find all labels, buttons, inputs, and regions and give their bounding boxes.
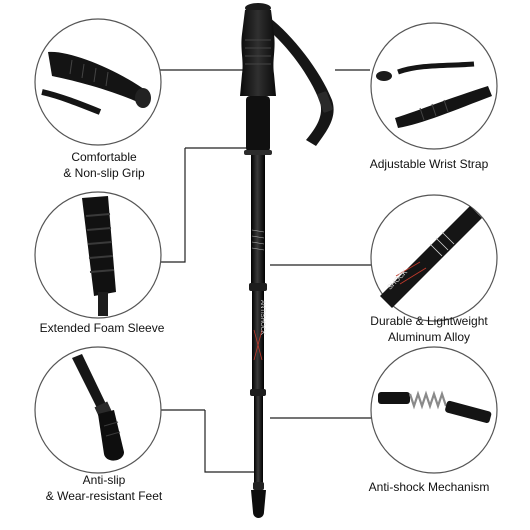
shock-caption: Anti-shock Mechanism bbox=[354, 479, 504, 495]
aluminum-shaft-detail-icon bbox=[380, 206, 482, 308]
foam-detail-circle bbox=[34, 191, 162, 319]
foam-caption: Extended Foam Sleeve bbox=[27, 320, 177, 336]
feet-connector bbox=[204, 410, 255, 473]
grip-detail-icon bbox=[48, 51, 148, 104]
pole-lower-shaft bbox=[254, 396, 263, 484]
spring-detail-icon bbox=[408, 390, 448, 410]
aluminum-caption: Durable & Lightweight Aluminum Alloy bbox=[354, 313, 504, 345]
feet-caption-line2: & Wear-resistant Feet bbox=[45, 489, 163, 503]
shock-caption-line1: Anti-shock Mechanism bbox=[368, 480, 490, 494]
foam-caption-line1: Extended Foam Sleeve bbox=[39, 321, 165, 335]
feet-caption-line1: Anti-slip bbox=[82, 473, 126, 487]
aluminum-caption-line2: Aluminum Alloy bbox=[387, 330, 471, 344]
pole-shaft-text: ANTISHOCK bbox=[259, 300, 265, 335]
connector-lines bbox=[160, 69, 375, 473]
pole-middle-shaft bbox=[252, 291, 264, 391]
trekking-pole: ANTISHOCK bbox=[240, 3, 334, 518]
strap-caption: Adjustable Wrist Strap bbox=[354, 156, 504, 172]
grip-detail-circle bbox=[34, 18, 162, 146]
pole-rubber-foot bbox=[251, 490, 266, 518]
pole-grip bbox=[240, 10, 276, 96]
foam-connector bbox=[160, 148, 186, 263]
wrist-strap bbox=[266, 18, 334, 146]
shock-detail-circle bbox=[370, 346, 498, 474]
rubber-foot-detail-icon bbox=[72, 354, 106, 410]
strap-buckle bbox=[317, 91, 333, 113]
aluminum-caption-line1: Durable & Lightweight bbox=[370, 314, 488, 328]
wrist-strap-detail-icon bbox=[397, 61, 475, 75]
pole-foam-sleeve bbox=[246, 96, 270, 152]
grip-caption: Comfortable & Non-slip Grip bbox=[29, 149, 179, 181]
strap-detail-circle bbox=[370, 22, 498, 150]
pole-upper-shaft bbox=[251, 155, 265, 285]
feet-caption: Anti-slip & Wear-resistant Feet bbox=[29, 472, 179, 504]
strap-caption-line1: Adjustable Wrist Strap bbox=[369, 157, 489, 171]
grip-caption-line2: & Non-slip Grip bbox=[63, 166, 145, 180]
feet-detail-circle bbox=[34, 346, 162, 474]
grip-caption-line1: Comfortable bbox=[71, 150, 137, 164]
aluminum-detail-circle: SHOCK bbox=[370, 194, 498, 322]
